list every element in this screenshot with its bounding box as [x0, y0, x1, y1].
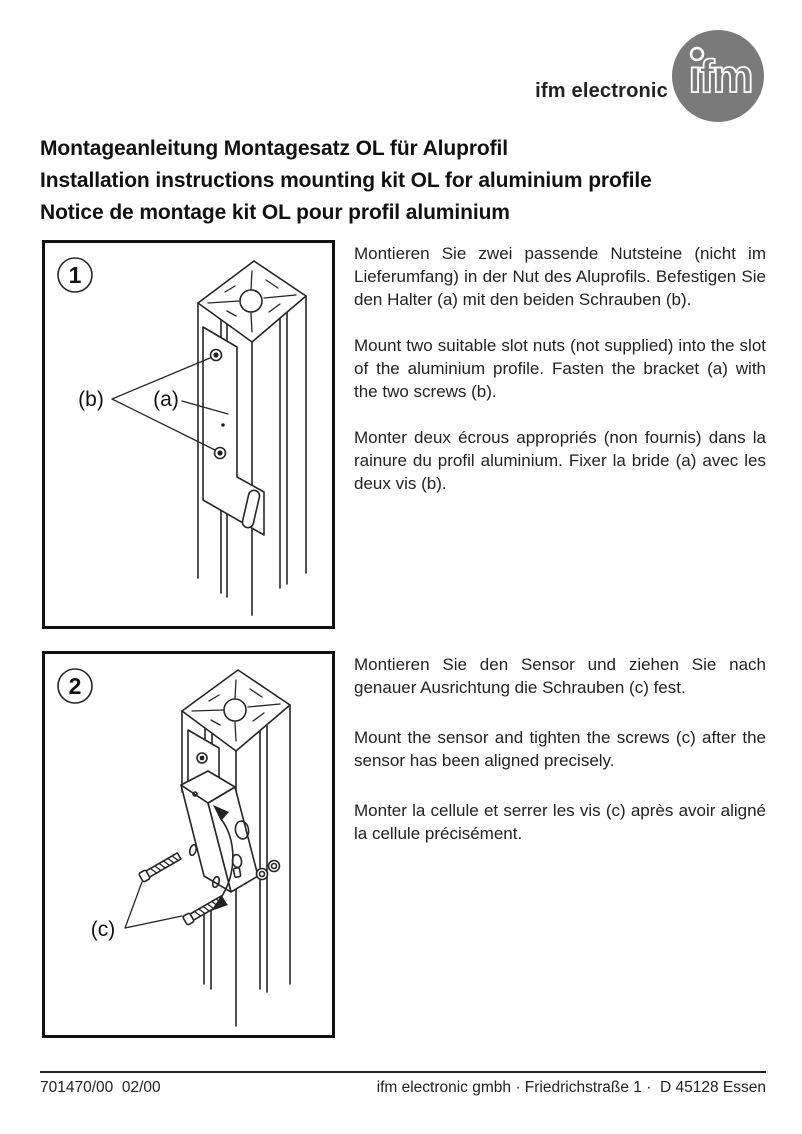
step-2-number: 2	[69, 673, 82, 699]
footer-doc-number: 701470/00 02/00	[40, 1079, 161, 1096]
step-1-badge-circle	[57, 257, 93, 293]
step-1-number: 1	[69, 262, 82, 288]
step-2-texts: Montieren Sie den Sensor und ziehen Sie …	[354, 653, 766, 872]
step-1-figure: 1 (b) (a)	[42, 240, 335, 629]
label-a: (a)	[153, 388, 179, 411]
footer-rule	[40, 1071, 766, 1073]
step-1-texts: Montieren Sie zwei passende Nutsteine (n…	[354, 242, 766, 518]
sensor-drawing	[180, 770, 259, 893]
logo-i-dot-icon	[689, 46, 705, 62]
brand-name: ifm electronic	[535, 80, 668, 102]
footer: 701470/00 02/00 ifm electronic gmbh · Fr…	[40, 1079, 766, 1097]
alignment-arrow-icon	[211, 805, 234, 911]
step-2-text-english: Mount the sensor and tighten the screws …	[354, 728, 766, 770]
step-2-illustration: 2	[57, 668, 291, 1027]
label-b: (b)	[78, 388, 104, 411]
sensor-lens-icon	[234, 820, 250, 840]
step-2-text-french: Monter la cellule et serrer les vis (c) …	[354, 801, 766, 843]
step-1-text-english: Mount two suitable slot nuts (not suppli…	[354, 336, 766, 401]
title-english: Installation instructions mounting kit O…	[40, 169, 652, 192]
logo-circle	[672, 30, 764, 122]
step-1-text-french: Monter deux écrous appropriés (non fourn…	[354, 428, 766, 493]
leader-lines	[124, 881, 183, 929]
screw-c-upper-icon	[138, 852, 182, 883]
bracket-drawing	[202, 326, 265, 536]
bracket-slot	[241, 489, 261, 529]
step-2-figure: 2	[42, 651, 335, 1038]
step-2-badge-circle	[57, 668, 93, 704]
washer-nut-icons	[255, 859, 281, 881]
leader-lines	[111, 357, 229, 451]
step-2-text-german: Montieren Sie den Sensor und ziehen Sie …	[354, 655, 766, 697]
label-c: (c)	[91, 918, 116, 941]
title-german: Montageanleitung Montagesatz OL für Alup…	[40, 137, 508, 160]
footer-company-address: ifm electronic gmbh · Friedrichstraße 1 …	[376, 1079, 766, 1096]
title-french: Notice de montage kit OL pour profil alu…	[40, 201, 510, 224]
ifm-logo: ıfm	[672, 30, 764, 122]
logo-monogram: ıfm	[689, 50, 752, 102]
step-1-text-german: Montieren Sie zwei passende Nutsteine (n…	[354, 244, 766, 309]
screw-c-lower-icon	[182, 895, 226, 926]
step-1-illustration: 1 (b) (a)	[57, 257, 307, 616]
bracket-hole	[221, 423, 225, 427]
document-title: Montageanleitung Montagesatz OL für Alup…	[40, 133, 766, 229]
